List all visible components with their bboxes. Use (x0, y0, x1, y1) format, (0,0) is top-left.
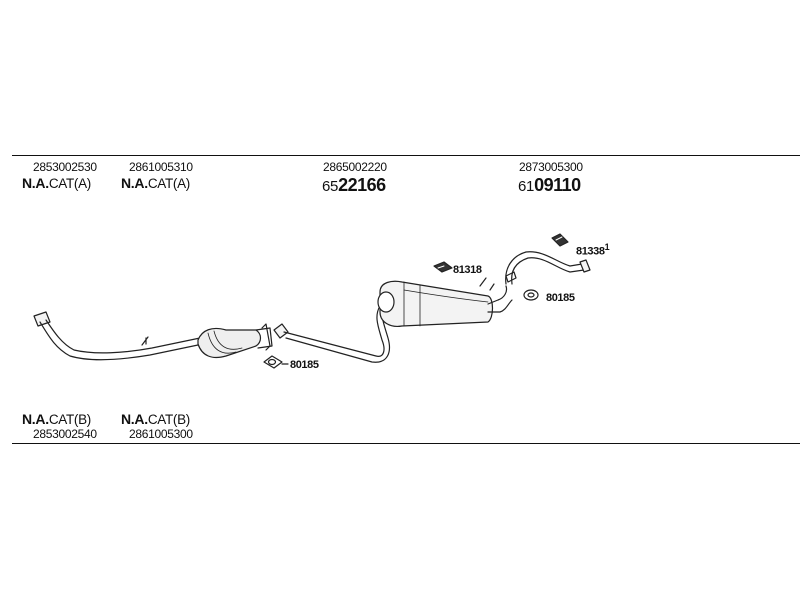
callout-rubber-mount-rear: 813381 (576, 242, 610, 258)
part-number-catalyst-a: 2861005310 (129, 160, 193, 174)
rubber-mount-mid-drawing (433, 261, 453, 273)
bottom-divider-line (12, 443, 800, 444)
code-tail-pipe: 6109110 (518, 175, 581, 195)
label-catalyst-a: N.A.CAT(A) (121, 175, 191, 191)
part-number-tail-pipe: 2873005300 (519, 160, 583, 174)
code-middle-silencer: 6522166 (322, 175, 386, 195)
intermediate-pipe-drawing (273, 305, 391, 363)
part-number-front-pipe-b: 2853002540 (33, 427, 97, 441)
label-catalyst-b: N.A.CAT(B) (121, 411, 191, 427)
silencer-drawing (377, 277, 513, 327)
part-number-middle-silencer: 2865002220 (323, 160, 387, 174)
label-front-pipe-a: N.A.CAT(A) (22, 175, 92, 191)
callout-rubber-mount-mid: 81318 (453, 264, 482, 276)
gasket-front-drawing (263, 355, 289, 369)
tail-pipe-drawing (505, 251, 591, 285)
front-pipe-drawing (33, 311, 201, 361)
callout-rubber-mount-rear-suffix: 1 (604, 242, 610, 252)
gasket-rear-drawing (523, 289, 539, 301)
catalytic-converter-drawing (197, 323, 273, 359)
label-front-pipe-b: N.A.CAT(B) (22, 411, 92, 427)
part-number-front-pipe-a: 2853002530 (33, 160, 97, 174)
part-number-catalyst-b: 2861005300 (129, 427, 193, 441)
callout-gasket-front: 80185 (290, 359, 319, 371)
top-divider-line (12, 155, 800, 156)
callout-gasket-rear: 80185 (546, 292, 575, 304)
rubber-mount-rear-drawing (551, 233, 569, 247)
